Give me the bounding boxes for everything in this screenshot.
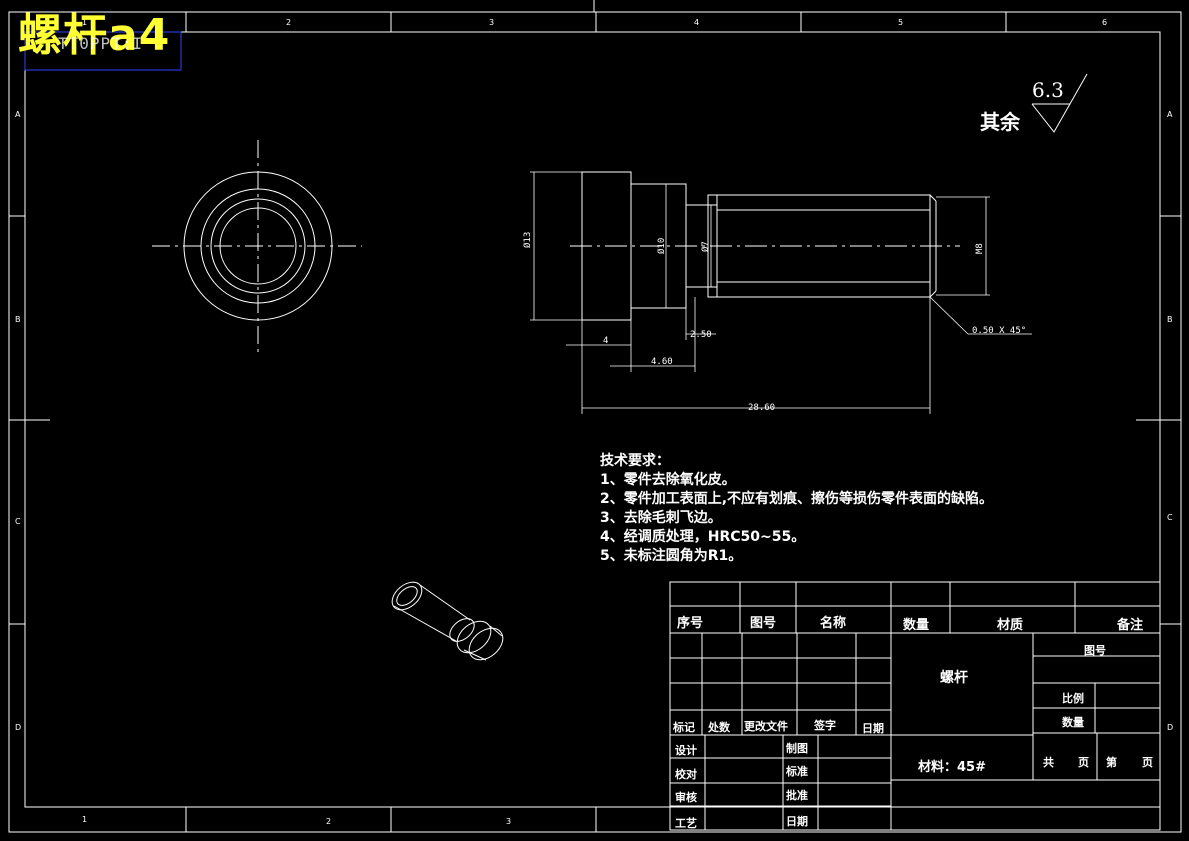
- role-approve: 批准: [786, 789, 808, 802]
- bom-header-remark: 备注: [1117, 618, 1144, 633]
- rev-header-signature: 签字: [814, 719, 836, 732]
- scale-label: 比例: [1062, 692, 1084, 705]
- title-block-grid: [669, 581, 1161, 831]
- dim-len-4: 4: [603, 336, 608, 346]
- zone-top-5: 5: [898, 18, 903, 27]
- rev-header-date: 日期: [862, 722, 884, 735]
- material-label: 材料：45#: [918, 760, 986, 775]
- role-date: 日期: [786, 815, 808, 828]
- roughness-label: 其余: [980, 110, 1020, 134]
- drawing-no-label: 图号: [1084, 644, 1106, 657]
- rev-header-count: 处数: [708, 721, 730, 734]
- role-process: 工艺: [675, 817, 697, 830]
- side-view: [570, 171, 960, 321]
- dim-d10: Ø10: [656, 238, 667, 254]
- role-review: 审核: [675, 791, 697, 804]
- end-view: [152, 140, 362, 352]
- requirement-item: 4、经调质处理，HRC50~55。: [600, 529, 806, 545]
- drawing-title-subtext: TT0PPT:I: [58, 34, 144, 53]
- dimension-lines: [530, 171, 1032, 414]
- technical-requirements: 技术要求： 1、零件去除氧化皮。 2、零件加工表面上,不应有划痕、擦伤等损伤零件…: [600, 452, 993, 566]
- zone-top-2: 2: [286, 18, 291, 27]
- bom-header-material: 材质: [997, 618, 1024, 633]
- role-drafting: 制图: [786, 742, 808, 755]
- drawing-title-text: 螺杆a4: [18, 10, 171, 61]
- zone-bottom-2: 2: [326, 817, 331, 826]
- bom-header-name: 名称: [820, 616, 847, 631]
- title-frame: [24, 31, 182, 71]
- requirement-item: 2、零件加工表面上,不应有划痕、擦伤等损伤零件表面的缺陷。: [600, 491, 994, 507]
- requirement-item: 3、去除毛刺飞边。: [600, 510, 722, 526]
- zone-bottom-1: 1: [82, 815, 87, 824]
- part-name: 螺杆: [940, 670, 968, 686]
- dim-d13: Ø13: [522, 232, 533, 248]
- zone-left-a: A: [15, 110, 21, 119]
- dim-d7: Ø7: [700, 241, 711, 252]
- zone-right-c: C: [1167, 513, 1173, 522]
- isometric-view: [391, 581, 504, 661]
- zone-top-3: 3: [489, 18, 494, 27]
- requirement-item: 5、未标注圆角为R1。: [600, 548, 743, 564]
- zone-right-b: B: [1167, 315, 1173, 324]
- outer-border: [8, 11, 1182, 833]
- dim-m8: M8: [975, 243, 985, 254]
- bom-header-qty: 数量: [903, 618, 930, 633]
- zone-right-a: A: [1167, 110, 1173, 119]
- total-label: 共: [1043, 756, 1054, 769]
- dim-len-250: 2.50: [690, 330, 712, 340]
- requirement-item: 1、零件去除氧化皮。: [600, 472, 736, 488]
- zone-left-b: B: [15, 315, 21, 324]
- rev-header-mark: 标记: [673, 721, 695, 734]
- zone-right-d: D: [1167, 723, 1173, 732]
- zone-top-4: 4: [694, 18, 699, 27]
- rev-header-doc: 更改文件: [744, 720, 788, 733]
- roughness-value: 6.3: [1032, 78, 1064, 102]
- role-design: 设计: [675, 744, 697, 757]
- bom-header-index: 序号: [677, 616, 704, 631]
- dim-len-460: 4.60: [651, 357, 673, 367]
- zone-ticks: [9, 0, 1181, 832]
- zone-left-c: C: [15, 517, 21, 526]
- sheet-label: 第: [1106, 756, 1117, 769]
- inner-border: [24, 31, 1161, 808]
- dim-len-2860: 28.60: [748, 403, 775, 413]
- requirements-heading: 技术要求：: [600, 453, 670, 469]
- role-check: 校对: [675, 768, 697, 781]
- bom-header-drawing-no: 图号: [750, 616, 777, 631]
- zone-top-6: 6: [1102, 18, 1107, 27]
- drawing-title: 螺杆a4 TT0PPT:I: [18, 14, 170, 58]
- role-standard: 标准: [786, 765, 808, 778]
- dim-chamfer: 0.50 X 45°: [972, 326, 1026, 336]
- roughness-symbol: [1031, 73, 1088, 133]
- zone-left-d: D: [15, 723, 21, 732]
- zone-top-1: 1: [82, 18, 87, 27]
- sheet-page-label: 页: [1142, 756, 1153, 769]
- total-page-label: 页: [1078, 756, 1089, 769]
- zone-bottom-3: 3: [506, 817, 511, 826]
- quantity-label: 数量: [1062, 716, 1084, 729]
